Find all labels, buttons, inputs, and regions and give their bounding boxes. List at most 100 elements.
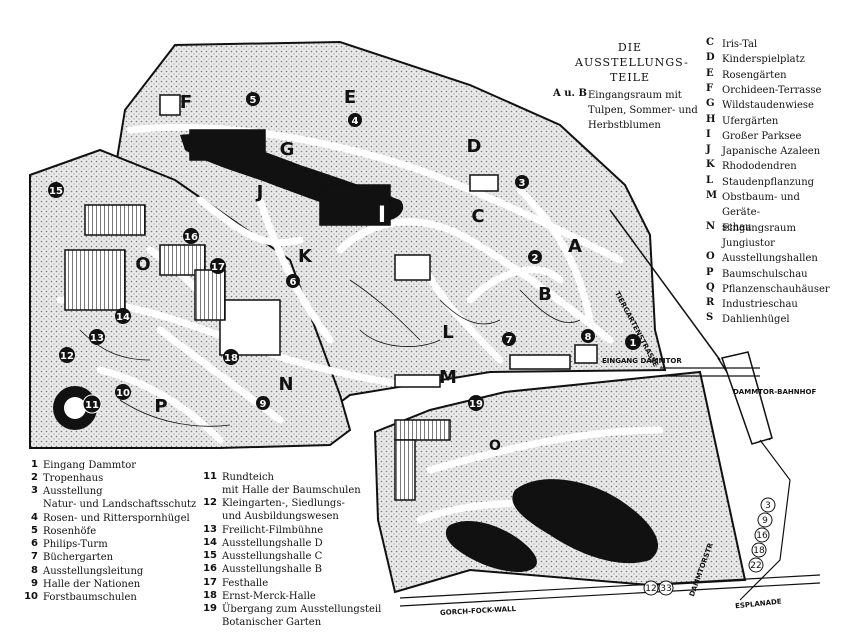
area-legend-label: Eingangsraum Jungiustor (722, 222, 796, 249)
svg-text:11: 11 (85, 400, 99, 411)
number-legend-num: 14 (203, 537, 217, 548)
number-legend-label: Festhalle (222, 577, 269, 589)
area-letter-p: P (154, 396, 167, 417)
marker-7: 7 (502, 332, 516, 346)
legend-ab-text: Eingangsraum mit Tulpen, Sommer- und Her… (588, 90, 698, 131)
area-letter-k: K (298, 246, 313, 267)
botanical-lake-large (512, 479, 659, 564)
svg-text:3: 3 (765, 501, 771, 511)
street-dammtor-bahnhof: DAMMTOR-BAHNHOF (733, 388, 817, 396)
svg-text:7: 7 (506, 335, 513, 346)
number-legend-num: 9 (31, 577, 38, 589)
area-legend-label: Industrieschau (722, 299, 798, 311)
svg-text:4: 4 (352, 116, 359, 127)
marker-16: 16 (183, 228, 199, 244)
area-letter-i: I (378, 203, 386, 228)
marker-8: 8 (581, 329, 595, 343)
marker-5: 5 (246, 92, 260, 106)
buildings (64, 94, 598, 501)
number-legend-label: Halle der Nationen (43, 578, 141, 590)
area-legend-key: D (706, 52, 715, 64)
marker-10: 10 (115, 384, 131, 400)
number-legend-label: Büchergarten (43, 552, 114, 564)
number-legend-num: 3 (31, 485, 38, 497)
area-legend-key: S (706, 312, 714, 324)
number-legend-label: Ausstellung Natur- und Landschaftsschutz (43, 486, 197, 511)
area-letter-g: G (280, 139, 295, 160)
marker-3: 3 (515, 175, 529, 189)
number-legend-num: 10 (24, 591, 38, 602)
number-legend-label: Übergang zum Ausstellungsteil Botanische… (222, 604, 382, 628)
area-legend-key: R (706, 297, 715, 309)
area-legend-label: Orchideen-Terrasse (722, 84, 822, 96)
svg-text:2: 2 (532, 253, 539, 264)
area-legend-key: K (706, 159, 715, 171)
svg-text:13: 13 (90, 333, 104, 344)
number-legend-label: Freilicht-Filmbühne (222, 524, 324, 536)
number-legend-label: Rosen- und Rittersporn­hügel (43, 512, 190, 524)
area-legend-label: Pflanzenschauhäuser (722, 283, 830, 295)
svg-text:1: 1 (630, 338, 637, 349)
area-legend-key: E (706, 67, 714, 79)
svg-text:17: 17 (211, 262, 225, 273)
marker-2: 2 (528, 250, 542, 264)
number-legend-num: 7 (31, 551, 38, 563)
streets (399, 367, 821, 607)
area-legend-key: J (706, 144, 711, 156)
area-letter-d: D (467, 136, 482, 157)
svg-text:16: 16 (184, 232, 198, 243)
legend-ab-key: A u. B (553, 88, 587, 99)
area-letter-b: B (538, 284, 552, 305)
number-legend-num: 11 (203, 471, 217, 482)
marker-14: 14 (115, 308, 131, 324)
botanical-lake-small (445, 520, 537, 572)
marker-6: 6 (286, 274, 300, 288)
tram-line-9: 9 (757, 512, 773, 528)
number-legend-label: Philips-Turm (43, 539, 108, 551)
area-letter-j: J (255, 182, 264, 203)
area-legend-key: O (706, 251, 715, 263)
marker-15: 15 (48, 182, 64, 198)
svg-text:33: 33 (660, 584, 671, 594)
svg-text:16: 16 (756, 531, 768, 541)
svg-text:12: 12 (645, 584, 656, 594)
number-legend-label: Ausstellungshalle C (222, 551, 323, 563)
svg-text:6: 6 (290, 277, 297, 288)
svg-text:22: 22 (750, 561, 761, 571)
area-legend-label: Staudenpflanzung (722, 176, 815, 188)
svg-text:14: 14 (116, 312, 130, 323)
marker-18: 18 (223, 349, 239, 365)
svg-text:9: 9 (762, 516, 768, 526)
area-legend-label: Obstbaum- und Geräte- schau (722, 192, 800, 233)
legend-title: DIE AUSSTELLUNGS- TEILE (575, 41, 689, 84)
area-legend-label: Japanische Azaleen (722, 146, 821, 158)
svg-text:18: 18 (753, 546, 765, 556)
marker-17: 17 (210, 258, 226, 274)
number-legend-label: Ausstellungshalle B (222, 564, 322, 576)
area-legend-label: Wildstaudenwiese (722, 100, 814, 112)
number-legend-label: Tropenhaus (43, 473, 104, 485)
marker-13: 13 (89, 329, 105, 345)
number-legend-label: Eingang Dammtor (43, 460, 137, 471)
park-thin-paths (79, 279, 581, 427)
area-letter-o: O (135, 254, 150, 275)
svg-text:10: 10 (116, 388, 130, 399)
area-legend-key: H (706, 113, 716, 125)
marker-11: 11 (82, 394, 102, 414)
number-legend-label: Rundteich mit Halle der Baumschulen (222, 472, 361, 496)
area-letter-f: F (180, 92, 192, 113)
area-letter-e: E (344, 87, 356, 108)
area-legend-key: Q (706, 281, 715, 293)
number-legend-label: Ausstellungsleitung (43, 565, 144, 577)
area-letter-n: N (278, 374, 293, 395)
area-legend-label: Ausstellungshallen (722, 253, 818, 265)
number-legend-num: 13 (203, 523, 217, 535)
tram-line-22: 22 (748, 557, 764, 573)
tram-line-3: 3 (760, 497, 776, 513)
area-legend-label: Rhododendren (722, 161, 797, 173)
number-legend-num: 15 (203, 550, 217, 562)
area-legend-label: Iris-Tal (722, 39, 758, 50)
area-legend-key: C (706, 37, 714, 48)
area-legend-key: N (706, 220, 716, 232)
